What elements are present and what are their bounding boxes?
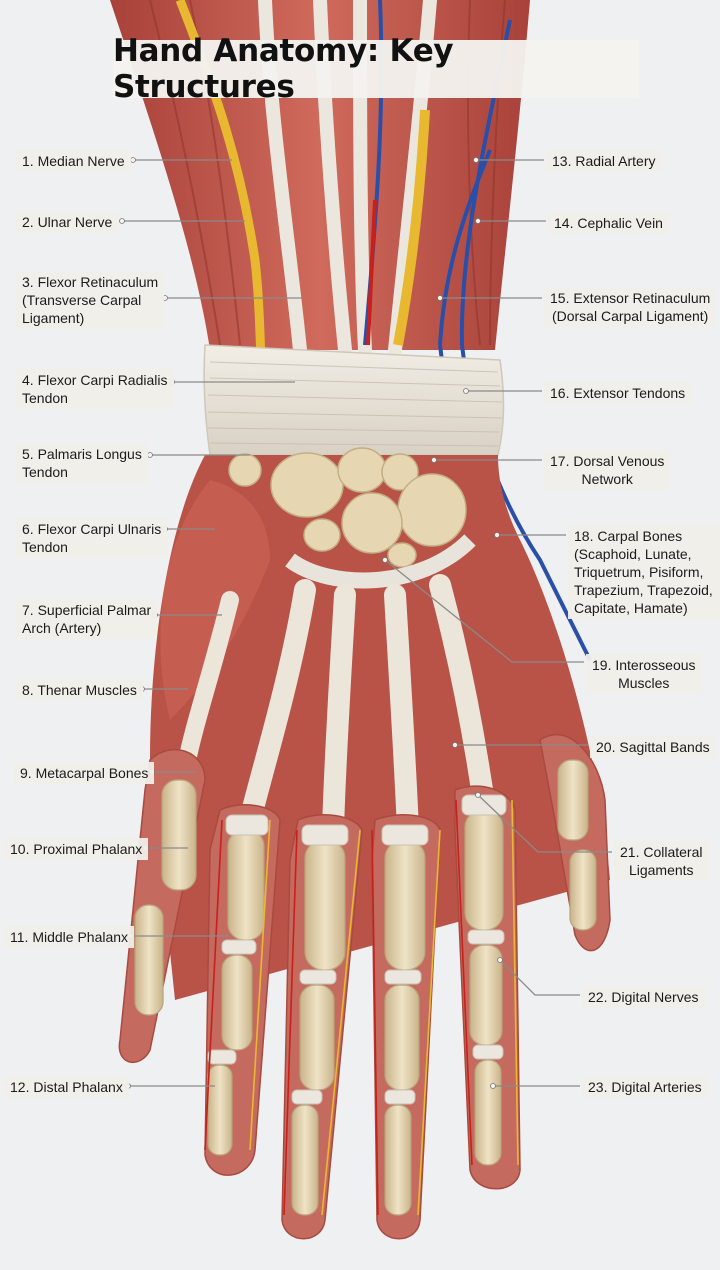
leader-palmaris-longus-dot: [147, 452, 153, 458]
label-dorsal-venous-network: 17. Dorsal Venous Network: [544, 450, 671, 490]
leader-interosseous-muscles: [384, 559, 584, 663]
leader-extensor-retinaculum-dot: [437, 295, 443, 301]
label-ulnar-nerve: 2. Ulnar Nerve: [16, 211, 119, 233]
label-radial-artery: 13. Radial Artery: [546, 150, 662, 172]
label-carpal-bones: 18. Carpal Bones (Scaphoid, Lunate, Triq…: [568, 525, 719, 619]
leader-carpal-bones-dot: [494, 532, 500, 538]
leader-interosseous-muscles-dot: [382, 557, 388, 563]
label-extensor-retinaculum: 15. Extensor Retinaculum (Dorsal Carpal …: [544, 287, 717, 327]
label-interosseous-muscles: 19. Interosseous Muscles: [586, 654, 702, 694]
leader-cephalic-vein-dot: [475, 218, 481, 224]
label-middle-phalanx: 11. Middle Phalanx: [4, 926, 135, 948]
leader-collateral-ligaments-dot: [475, 792, 481, 798]
label-collateral-ligaments: 21. Collateral Ligaments: [614, 841, 709, 881]
leader-collateral-ligaments: [477, 794, 612, 853]
leader-dorsal-venous-network-dot: [431, 457, 437, 463]
label-extensor-tendons: 16. Extensor Tendons: [544, 382, 692, 404]
leader-radial-artery-dot: [473, 157, 479, 163]
label-flexor-carpi-ulnaris: 6. Flexor Carpi Ulnaris Tendon: [16, 518, 168, 558]
carpal-bones-group: [228, 447, 467, 568]
label-sagittal-bands: 20. Sagittal Bands: [590, 736, 716, 758]
label-superficial-palmar-arch: 7. Superficial Palmar Arch (Artery): [16, 599, 158, 639]
leader-digital-nerves-dot: [497, 957, 503, 963]
leader-extensor-tendons-dot: [463, 388, 469, 394]
label-flexor-carpi-radialis: 4. Flexor Carpi Radialis Tendon: [16, 369, 174, 409]
label-proximal-phalanx: 10. Proximal Phalanx: [4, 838, 149, 860]
leader-median-nerve-dot: [130, 157, 136, 163]
leader-ulnar-nerve-dot: [119, 218, 125, 224]
leader-sagittal-bands-dot: [452, 742, 458, 748]
leader-digital-nerves: [499, 959, 580, 996]
thenar-muscles: [160, 480, 270, 720]
leader-digital-arteries-dot: [490, 1083, 496, 1089]
label-flexor-retinaculum: 3. Flexor Retinaculum (Transverse Carpal…: [16, 271, 165, 329]
label-thenar-muscles: 8. Thenar Muscles: [16, 679, 143, 701]
ulnar-nerve: [393, 109, 430, 346]
label-digital-arteries: 23. Digital Arteries: [582, 1076, 708, 1098]
label-cephalic-vein: 14. Cephalic Vein: [548, 212, 669, 234]
label-distal-phalanx: 12. Distal Phalanx: [4, 1076, 129, 1098]
label-palmaris-longus: 5. Palmaris Longus Tendon: [16, 443, 148, 483]
diagram-title: Hand Anatomy: Key Structures: [113, 33, 639, 105]
label-digital-nerves: 22. Digital Nerves: [582, 986, 705, 1008]
label-median-nerve: 1. Median Nerve: [16, 150, 131, 172]
label-metacarpal-bones: 9. Metacarpal Bones: [14, 762, 155, 784]
